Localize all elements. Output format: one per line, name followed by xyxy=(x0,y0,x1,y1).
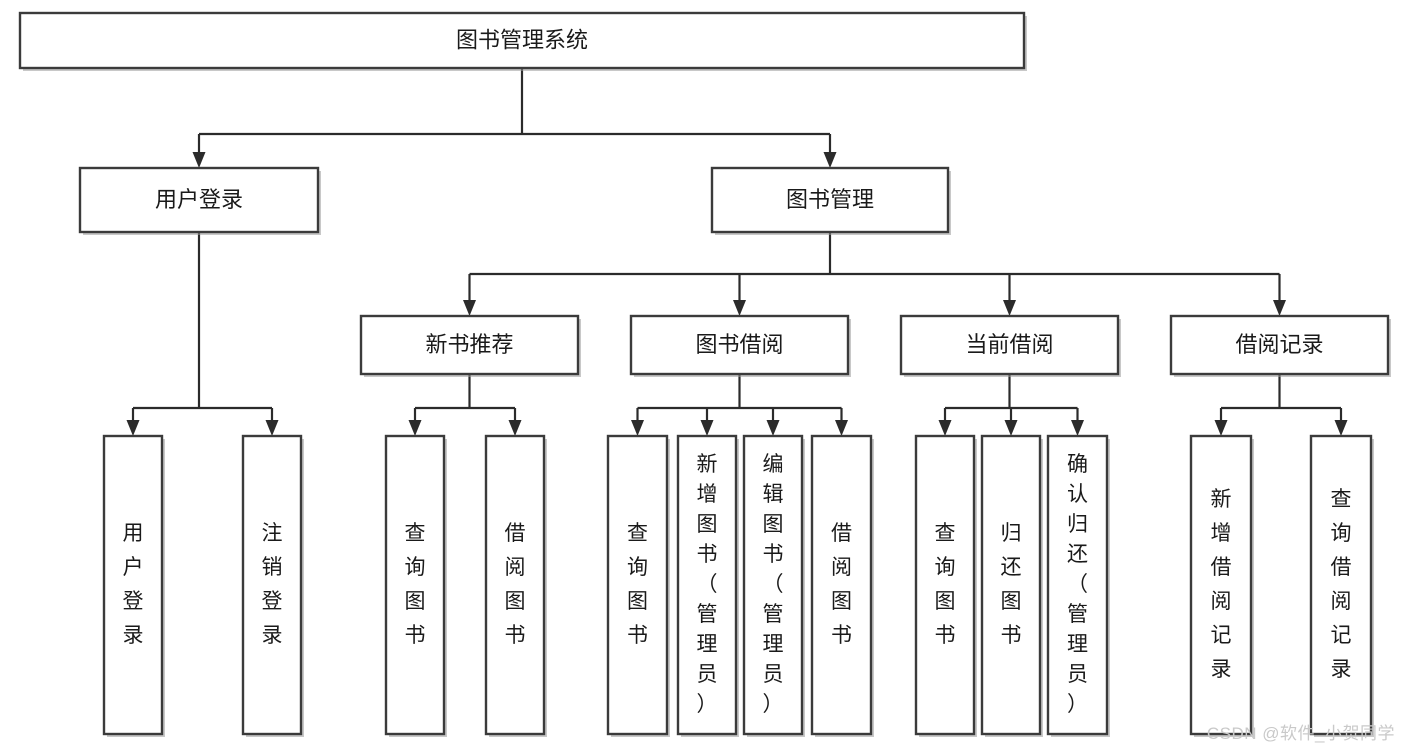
node-box[interactable] xyxy=(742,434,804,736)
node-label: 借阅图书 xyxy=(505,522,526,647)
node-box[interactable] xyxy=(810,434,873,736)
node-box[interactable] xyxy=(914,434,976,736)
node-label: 查询借阅记录 xyxy=(1331,488,1352,681)
arrow-head-icon xyxy=(408,420,422,436)
node-box[interactable] xyxy=(241,434,303,736)
arrow-head-icon xyxy=(700,420,714,436)
edge-layer xyxy=(126,68,1348,436)
diagram-node[interactable]: 用户登录 xyxy=(102,434,165,737)
diagram-node[interactable]: 借阅图书 xyxy=(810,434,874,737)
node-label: 图书借阅 xyxy=(695,332,783,357)
node-label: 编辑图书（管理员） xyxy=(763,453,784,716)
diagram-node[interactable]: 新书推荐 xyxy=(359,314,581,377)
node-box[interactable] xyxy=(484,434,546,736)
diagram-node[interactable]: 归还图书 xyxy=(980,434,1043,737)
node-label: 确认归还（管理员） xyxy=(1067,453,1088,716)
node-layer: 图书管理系统用户登录图书管理新书推荐图书借阅当前借阅借阅记录用户登录注销登录查询… xyxy=(18,11,1391,737)
node-box[interactable] xyxy=(1309,434,1373,736)
node-label: 新增图书（管理员） xyxy=(697,453,718,716)
connector-group-n3 xyxy=(408,374,522,436)
node-label: 新书推荐 xyxy=(425,332,513,357)
diagram-node[interactable]: 图书管理 xyxy=(710,166,951,235)
diagram-node[interactable]: 借阅记录 xyxy=(1169,314,1391,377)
node-box[interactable] xyxy=(676,434,738,736)
connector-group-n0 xyxy=(192,68,837,168)
node-box[interactable] xyxy=(1189,434,1253,736)
node-label: 图书管理 xyxy=(786,187,874,212)
diagram-node[interactable]: 图书借阅 xyxy=(629,314,851,377)
node-box[interactable] xyxy=(102,434,164,736)
arrow-head-icon xyxy=(1071,420,1084,436)
arrow-head-icon xyxy=(126,420,140,436)
node-box[interactable] xyxy=(384,434,446,736)
node-box[interactable] xyxy=(899,314,1120,376)
node-box[interactable] xyxy=(980,434,1042,736)
node-box[interactable] xyxy=(1169,314,1390,376)
diagram-node[interactable]: 当前借阅 xyxy=(899,314,1121,377)
arrow-head-icon xyxy=(1214,420,1228,436)
arrow-head-icon xyxy=(265,420,279,436)
node-label: 查询图书 xyxy=(627,522,648,647)
arrow-head-icon xyxy=(766,420,780,436)
arrow-head-icon xyxy=(1334,420,1348,436)
arrow-head-icon xyxy=(192,152,206,168)
arrow-head-icon xyxy=(733,300,746,316)
diagram-node[interactable]: 查询图书 xyxy=(914,434,977,737)
node-label: 新增借阅记录 xyxy=(1211,488,1232,681)
arrow-head-icon xyxy=(1003,300,1016,316)
arrow-head-icon xyxy=(938,420,952,436)
node-label: 图书管理系统 xyxy=(456,27,588,52)
connector-group-n2 xyxy=(463,232,1286,316)
node-label: 归还图书 xyxy=(1001,522,1022,647)
diagram-node[interactable]: 查询图书 xyxy=(384,434,447,737)
node-box[interactable] xyxy=(359,314,580,376)
diagram-node[interactable]: 编辑图书（管理员） xyxy=(742,434,805,737)
node-label: 用户登录 xyxy=(155,187,243,212)
node-label: 查询图书 xyxy=(405,522,426,647)
node-box[interactable] xyxy=(629,314,850,376)
node-label: 借阅记录 xyxy=(1235,332,1323,357)
node-box[interactable] xyxy=(606,434,669,736)
arrow-head-icon xyxy=(835,420,848,436)
diagram-node[interactable]: 用户登录 xyxy=(78,166,321,235)
connector-group-n5 xyxy=(938,374,1084,436)
node-label: 查询图书 xyxy=(935,522,956,647)
arrow-head-icon xyxy=(508,420,522,436)
diagram-node[interactable]: 查询借阅记录 xyxy=(1309,434,1374,737)
diagram-node[interactable]: 图书管理系统 xyxy=(18,11,1027,71)
diagram-node[interactable]: 注销登录 xyxy=(241,434,304,737)
node-label: 注销登录 xyxy=(262,522,283,647)
diagram-node[interactable]: 确认归还（管理员） xyxy=(1046,434,1110,737)
diagram-node[interactable]: 新增图书（管理员） xyxy=(676,434,739,737)
arrow-head-icon xyxy=(1273,300,1286,316)
node-label: 借阅图书 xyxy=(831,522,852,647)
node-box[interactable] xyxy=(78,166,320,234)
arrow-head-icon xyxy=(463,300,476,316)
connector-group-n6 xyxy=(1214,374,1348,436)
diagram-node[interactable]: 新增借阅记录 xyxy=(1189,434,1254,737)
node-box[interactable] xyxy=(18,11,1026,70)
connector-group-n1 xyxy=(126,232,279,436)
node-box[interactable] xyxy=(710,166,950,234)
arrow-head-icon xyxy=(631,420,644,436)
connector-group-n4 xyxy=(631,374,848,436)
arrow-head-icon xyxy=(1004,420,1018,436)
diagram-node[interactable]: 查询图书 xyxy=(606,434,670,737)
node-box[interactable] xyxy=(1046,434,1109,736)
node-label: 当前借阅 xyxy=(965,332,1053,357)
node-label: 用户登录 xyxy=(123,522,144,647)
arrow-head-icon xyxy=(823,152,837,168)
diagram-node[interactable]: 借阅图书 xyxy=(484,434,547,737)
